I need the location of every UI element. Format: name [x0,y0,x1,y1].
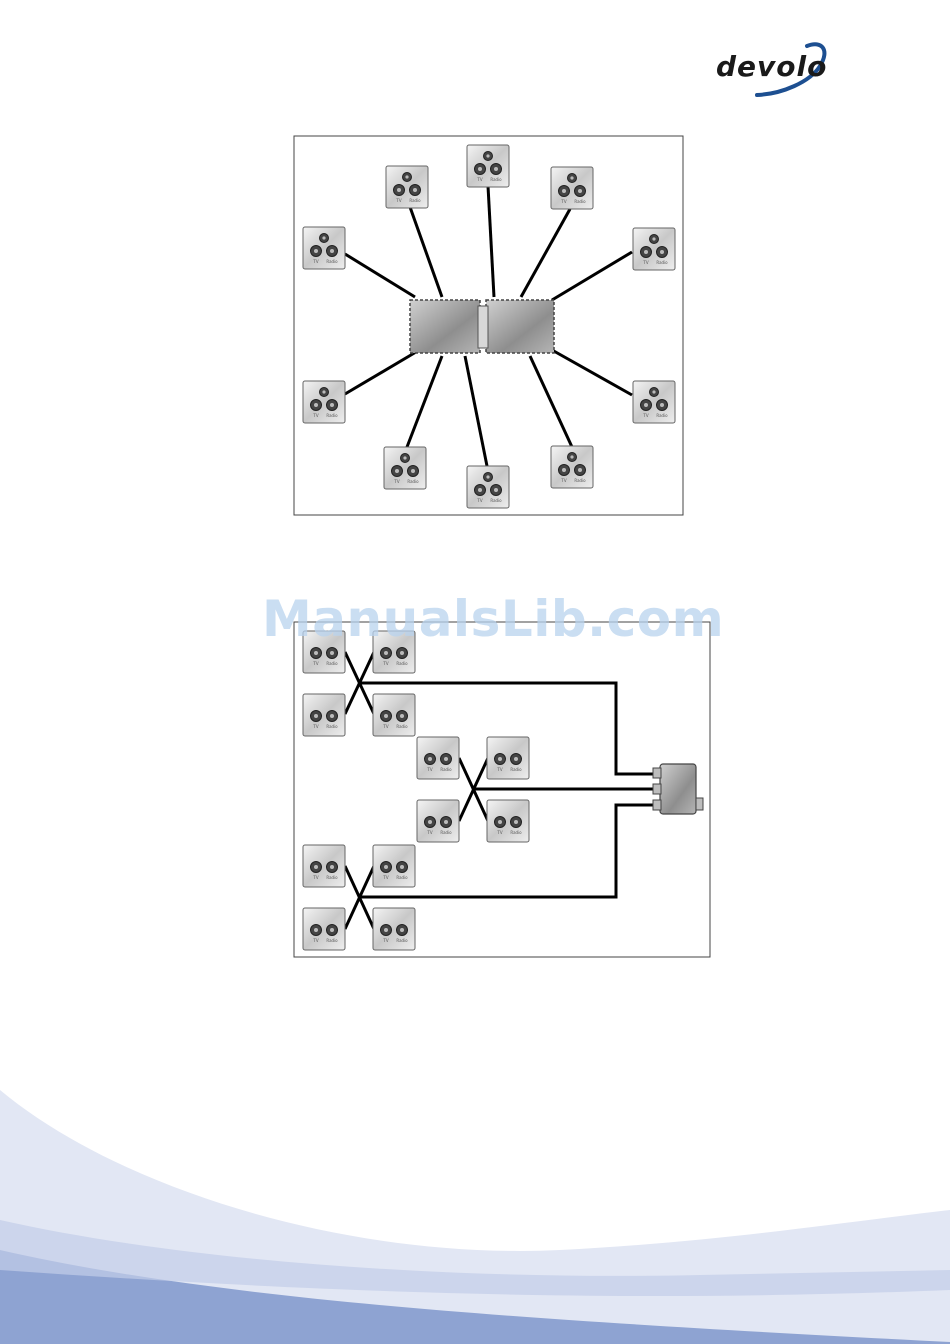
outlet-radio-label: Radio [326,259,338,264]
outlet-tv-label: TV [560,478,566,483]
outlet-radio-label: Radio [326,938,338,943]
outlet-tv-label: TV [642,413,648,418]
outlet-tv-label: TV [312,661,318,666]
watermark: ManualsLib.com [262,590,724,648]
outlet-tv-label: TV [382,875,388,880]
outlet-tv-label: TV [426,830,432,835]
outlet-radio-label: Radio [656,260,668,265]
outlet-tv-label: TV [476,498,482,503]
outlet-tv-label: TV [312,259,318,264]
outlet-tv-label: TV [312,938,318,943]
outlet-tv-label: TV [382,661,388,666]
outlet-radio-label: Radio [490,177,502,182]
outlet-tv-label: TV [312,413,318,418]
outlet-tv-label: TV [496,767,502,772]
outlet-radio-label: Radio [574,199,586,204]
outlet-tv-label: TV [560,199,566,204]
outlet-tv-label: TV [382,724,388,729]
outlet-radio-label: Radio [656,413,668,418]
outlet-tv-label: TV [382,938,388,943]
outlet-radio-label: Radio [396,938,408,943]
outlet-tv-label: TV [642,260,648,265]
background-wave [0,1050,950,1344]
outlet-radio-label: Radio [396,875,408,880]
outlet-radio-label: Radio [440,767,452,772]
outlet-radio-label: Radio [510,830,522,835]
outlet-radio-label: Radio [326,875,338,880]
tree-splitter [653,764,703,814]
outlet-tv-label: TV [476,177,482,182]
outlet-radio-label: Radio [574,478,586,483]
outlet-radio-label: Radio [326,661,338,666]
outlet-radio-label: Radio [409,198,421,203]
outlet-tv-label: TV [393,479,399,484]
outlet-tv-label: TV [312,875,318,880]
outlet-tv-label: TV [312,724,318,729]
outlet-radio-label: Radio [326,724,338,729]
outlet-radio-label: Radio [396,724,408,729]
outlet-radio-label: Radio [490,498,502,503]
outlet-tv-label: TV [426,767,432,772]
star-multiswitch [410,300,554,353]
outlet-tv-label: TV [395,198,401,203]
outlet-tv-label: TV [496,830,502,835]
outlet-radio-label: Radio [407,479,419,484]
outlet-radio-label: Radio [396,661,408,666]
outlet-radio-label: Radio [510,767,522,772]
outlet-radio-label: Radio [440,830,452,835]
outlet-radio-label: Radio [326,413,338,418]
